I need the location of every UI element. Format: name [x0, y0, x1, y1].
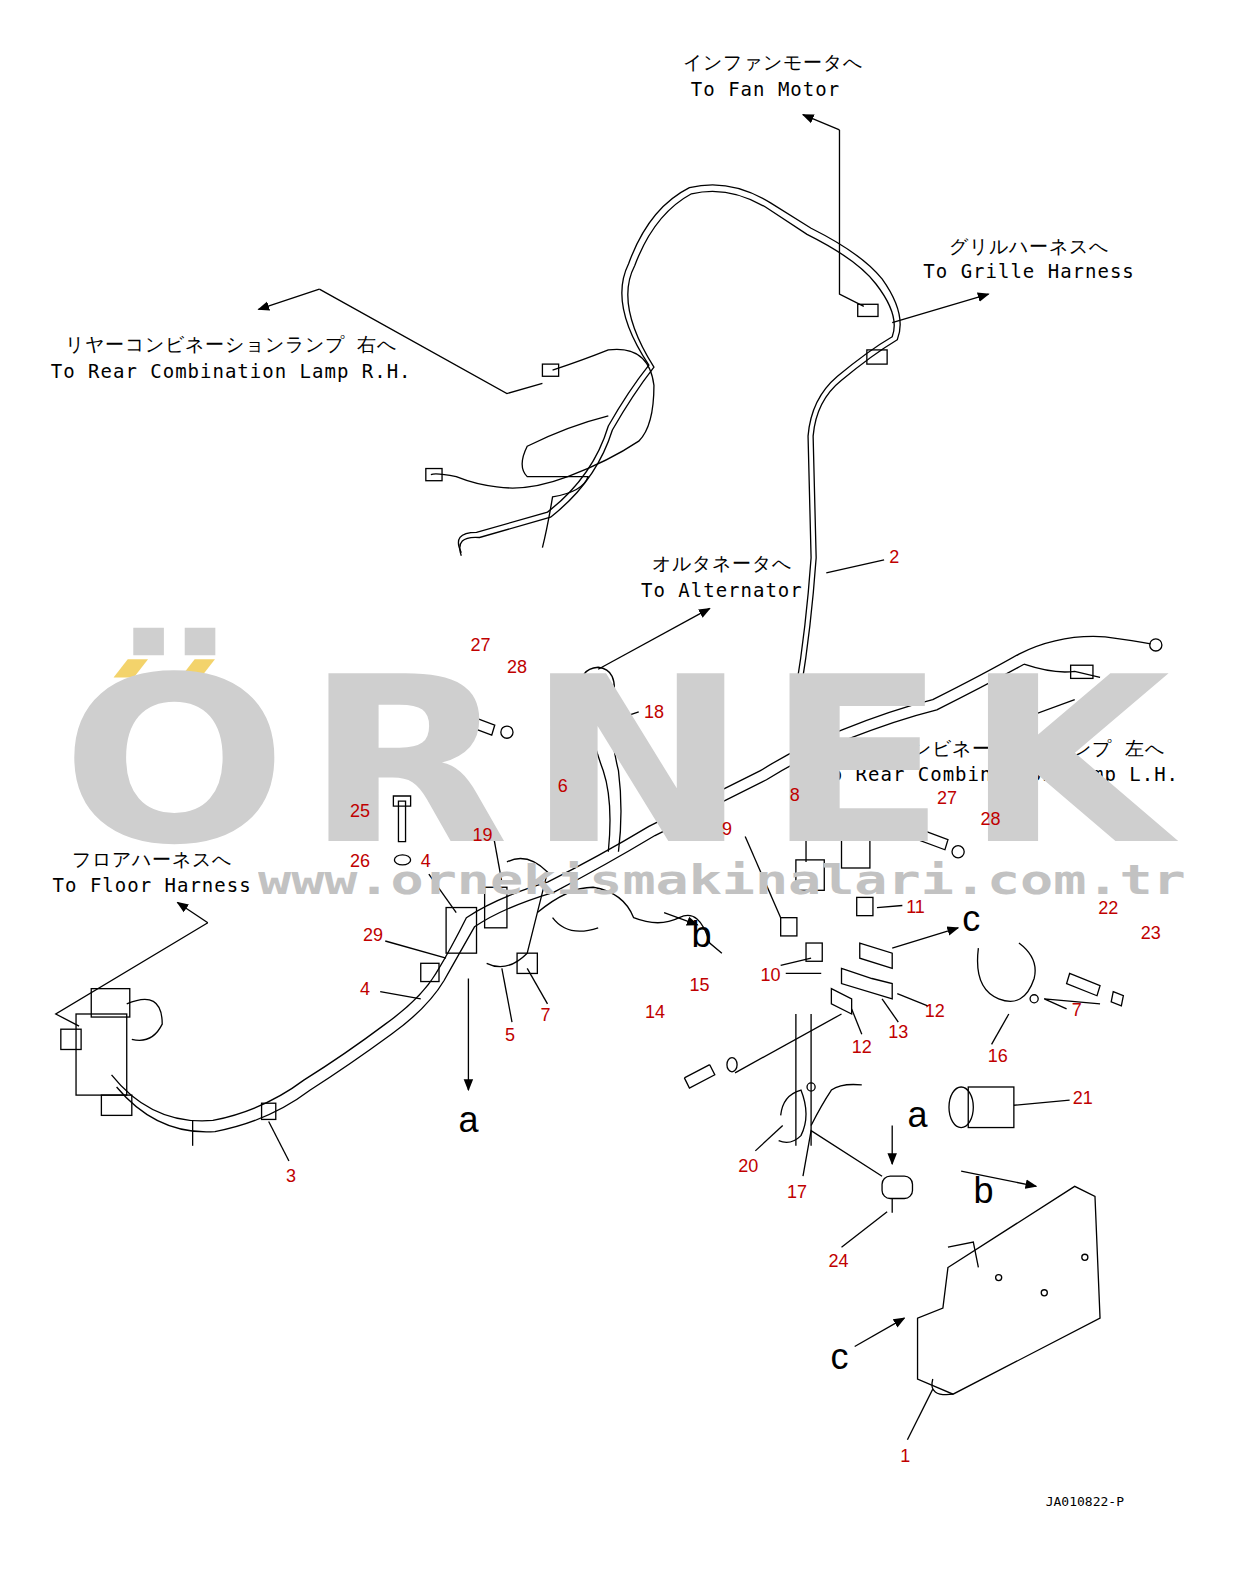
- callout-number: 26: [350, 852, 370, 870]
- callout-number: 24: [828, 1252, 848, 1270]
- leader-label: To Fan Motor: [691, 80, 840, 99]
- leader-label: リヤーコンビネーションランプ 右へ: [65, 335, 397, 354]
- callout-number: 20: [738, 1157, 758, 1175]
- callout-number: 4: [421, 852, 431, 870]
- view-letter: a: [908, 1097, 928, 1133]
- view-letter: b: [973, 1173, 993, 1209]
- callout-number: 12: [925, 1002, 945, 1020]
- callout-number: 27: [471, 636, 491, 654]
- callout-number: 29: [363, 926, 383, 944]
- callout-number: 15: [690, 976, 710, 994]
- callout-number: 21: [1073, 1089, 1093, 1107]
- callout-number: 17: [787, 1183, 807, 1201]
- callout-number: 1: [900, 1447, 910, 1465]
- callout-number: 28: [981, 810, 1001, 828]
- callout-number: 14: [645, 1003, 665, 1021]
- callout-number: 27: [937, 789, 957, 807]
- leader-label: To Alternator: [641, 581, 803, 600]
- callout-number: 2: [889, 548, 899, 566]
- leader-label: To Grille Harness: [923, 262, 1134, 281]
- callout-number: 12: [852, 1038, 872, 1056]
- view-letter: c: [830, 1339, 848, 1375]
- callout-number: 22: [1098, 899, 1118, 917]
- callout-number: 16: [988, 1047, 1008, 1065]
- leader-label: インファンモータへ: [683, 53, 863, 72]
- callout-number: 19: [473, 826, 493, 844]
- view-letter: c: [962, 901, 980, 937]
- callout-number: 11: [906, 898, 925, 916]
- callout-number: 7: [1072, 1001, 1082, 1019]
- watermark: www.ornekismakinalari.com.tr: [258, 860, 1186, 900]
- callout-number: 6: [558, 777, 568, 795]
- callout-number: 9: [722, 820, 732, 838]
- leader-label: オルタネータへ: [652, 554, 792, 573]
- callout-number: 8: [790, 786, 800, 804]
- callout-number: 3: [286, 1167, 296, 1185]
- view-letter: a: [458, 1102, 478, 1138]
- leader-label: To Rear Combination Lamp R.H.: [51, 362, 412, 381]
- callout-number: 7: [540, 1006, 550, 1024]
- watermark: ÖRNEK: [61, 647, 1186, 877]
- callout-number: 18: [644, 703, 664, 721]
- callout-number: 13: [888, 1023, 908, 1041]
- callout-number: 25: [350, 802, 370, 820]
- callout-number: 28: [507, 658, 527, 676]
- callout-number: 10: [761, 966, 781, 984]
- callout-number: 5: [505, 1026, 515, 1044]
- callout-number: 4: [360, 980, 370, 998]
- view-letter: b: [692, 917, 712, 953]
- drawing-number: JA010822-P: [1046, 1495, 1124, 1508]
- leader-label: To Floor Harness: [53, 876, 252, 895]
- callout-number: 23: [1141, 924, 1161, 942]
- leader-label: グリルハーネスへ: [949, 237, 1109, 256]
